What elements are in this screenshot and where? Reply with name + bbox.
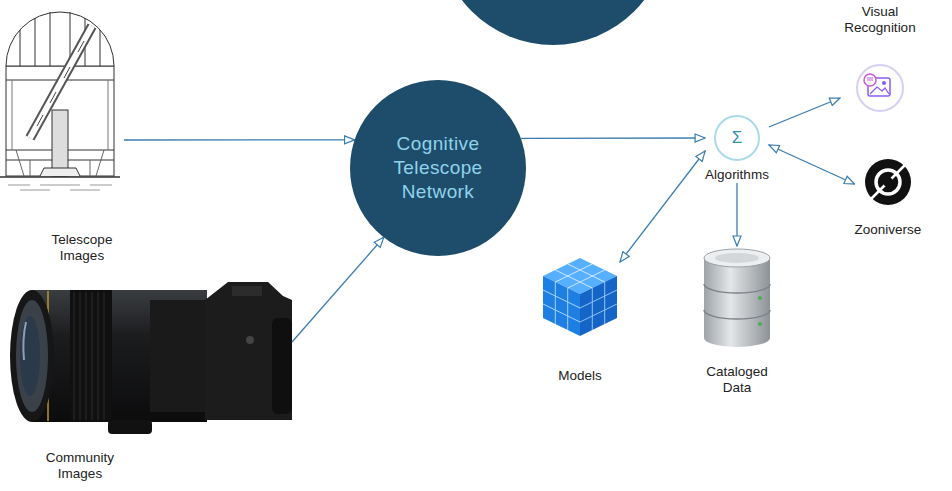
node-label: Visual Recognition: [840, 4, 920, 36]
sum-symbol: Σ: [732, 128, 743, 148]
circle-text: Cognitive Telescope Network: [373, 132, 503, 204]
icon-spacer: [702, 246, 772, 364]
icon-node: Zooniverse: [855, 158, 922, 238]
community-node: Community Images: [6, 272, 292, 482]
icon-node: Cataloged Data: [698, 246, 776, 396]
connector-arrow: [124, 139, 355, 140]
icon-spacer: [863, 158, 913, 222]
models-cube-icon: [543, 258, 617, 336]
sum-circle: Σ: [714, 115, 760, 161]
node-label: Models: [540, 368, 620, 384]
connector-arrow: [769, 98, 840, 127]
node-label: Zooniverse: [855, 222, 922, 238]
telescope-node: Telescope Images: [0, 0, 124, 264]
visual-recognition-icon: [857, 65, 903, 111]
icon-spacer: [2, 0, 122, 232]
network-title: Cognitive Telescope Network: [373, 132, 503, 204]
icon-spacer: [540, 256, 620, 368]
telescope-illustration: [0, 12, 120, 190]
node-label: Algorithms: [705, 167, 769, 183]
icon-spacer: [855, 36, 905, 112]
connector-arrow: [521, 137, 705, 139]
connector-arrow: [769, 145, 855, 184]
camera-illustration: [10, 282, 292, 434]
connector-arrow: [292, 237, 384, 342]
partial-circle: [438, 0, 668, 45]
icon-spacer: [6, 272, 292, 450]
connector-arrow: [620, 151, 705, 262]
icon-node: Models: [540, 256, 620, 384]
zooniverse-icon: [865, 159, 911, 205]
node-label: Cataloged Data: [698, 364, 776, 396]
icon-node: Visual Recognition: [840, 4, 920, 112]
database-icon: [704, 249, 770, 347]
node-label: Community Images: [40, 450, 120, 482]
algorithm-node: Σ Algorithms: [705, 115, 769, 183]
network-circle: Cognitive Telescope Network: [350, 80, 526, 256]
node-label: Telescope Images: [40, 232, 124, 264]
connector-arrow: [736, 183, 737, 246]
